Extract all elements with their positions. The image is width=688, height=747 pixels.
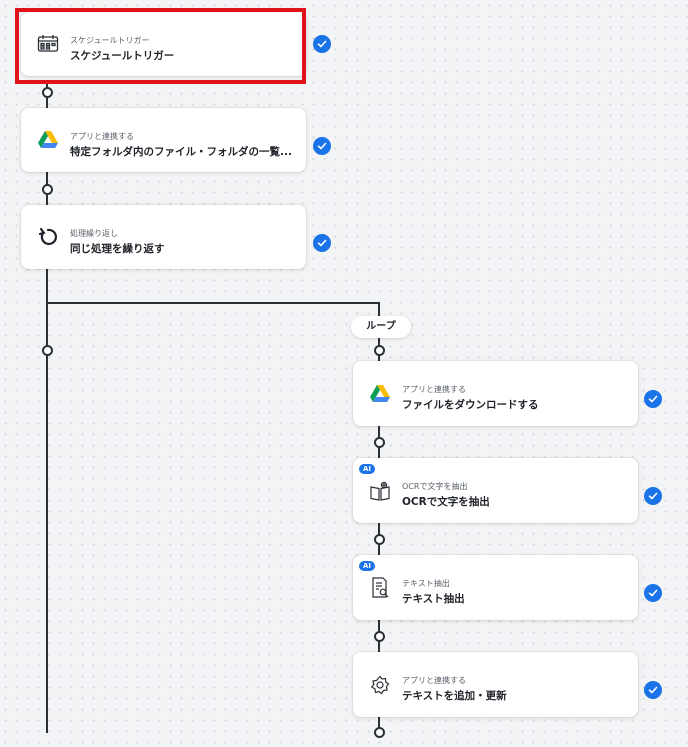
step-card-ocr[interactable]: AI OCRで文字を抽出 OCRで文字を抽出 — [353, 458, 638, 523]
document-search-icon — [368, 576, 392, 600]
step-subtitle: スケジュールトリガー — [70, 36, 150, 45]
calendar-clock-icon — [36, 32, 60, 56]
completed-check-icon — [644, 390, 662, 408]
google-drive-icon — [368, 382, 392, 406]
step-title: テキスト抽出 — [402, 593, 465, 605]
completed-check-icon — [313, 35, 331, 53]
flow-connector[interactable] — [374, 345, 385, 356]
step-subtitle: アプリと連携する — [402, 676, 466, 685]
step-title: スケジュールトリガー — [70, 50, 175, 62]
completed-check-icon — [313, 234, 331, 252]
main-flow-line — [46, 80, 48, 733]
step-card-list-files[interactable]: アプリと連携する 特定フォルダ内のファイル・フォルダの一覧... — [21, 108, 306, 172]
completed-check-icon — [313, 137, 331, 155]
step-title: 特定フォルダ内のファイル・フォルダの一覧... — [70, 146, 292, 158]
ai-badge: AI — [359, 464, 375, 474]
step-subtitle: 処理繰り返し — [70, 229, 118, 238]
flow-connector[interactable] — [374, 631, 385, 642]
completed-check-icon — [644, 681, 662, 699]
step-title: 同じ処理を繰り返す — [70, 243, 165, 255]
step-card-repeat[interactable]: 処理繰り返し 同じ処理を繰り返す — [21, 205, 306, 269]
branch-horizontal-line — [46, 302, 380, 304]
flow-connector[interactable] — [374, 727, 385, 738]
step-title: テキストを追加・更新 — [402, 690, 507, 702]
selection-highlight — [15, 8, 306, 84]
step-card-add-update-text[interactable]: アプリと連携する テキストを追加・更新 — [353, 652, 638, 717]
step-subtitle: アプリと連携する — [402, 385, 466, 394]
step-card-download-file[interactable]: アプリと連携する ファイルをダウンロードする — [353, 361, 638, 426]
step-card-text-extraction[interactable]: AI テキスト抽出 テキスト抽出 — [353, 555, 638, 620]
step-subtitle: OCRで文字を抽出 — [402, 482, 468, 491]
ai-badge: AI — [359, 561, 375, 571]
step-title: ファイルをダウンロードする — [402, 399, 539, 411]
flow-connector[interactable] — [42, 345, 53, 356]
flow-connector[interactable] — [42, 87, 53, 98]
flow-connector[interactable] — [42, 184, 53, 195]
loop-label[interactable]: ループ — [351, 316, 411, 338]
repeat-icon — [36, 225, 60, 249]
step-card-schedule-trigger[interactable]: スケジュールトリガー スケジュールトリガー — [21, 12, 306, 76]
google-drive-icon — [36, 128, 60, 152]
flow-connector[interactable] — [374, 437, 385, 448]
step-subtitle: アプリと連携する — [70, 132, 134, 141]
flow-connector[interactable] — [374, 534, 385, 545]
completed-check-icon — [644, 584, 662, 602]
ocr-book-icon — [368, 479, 392, 503]
step-subtitle: テキスト抽出 — [402, 579, 450, 588]
completed-check-icon — [644, 487, 662, 505]
step-title: OCRで文字を抽出 — [402, 496, 490, 508]
app-integration-icon — [368, 673, 392, 697]
